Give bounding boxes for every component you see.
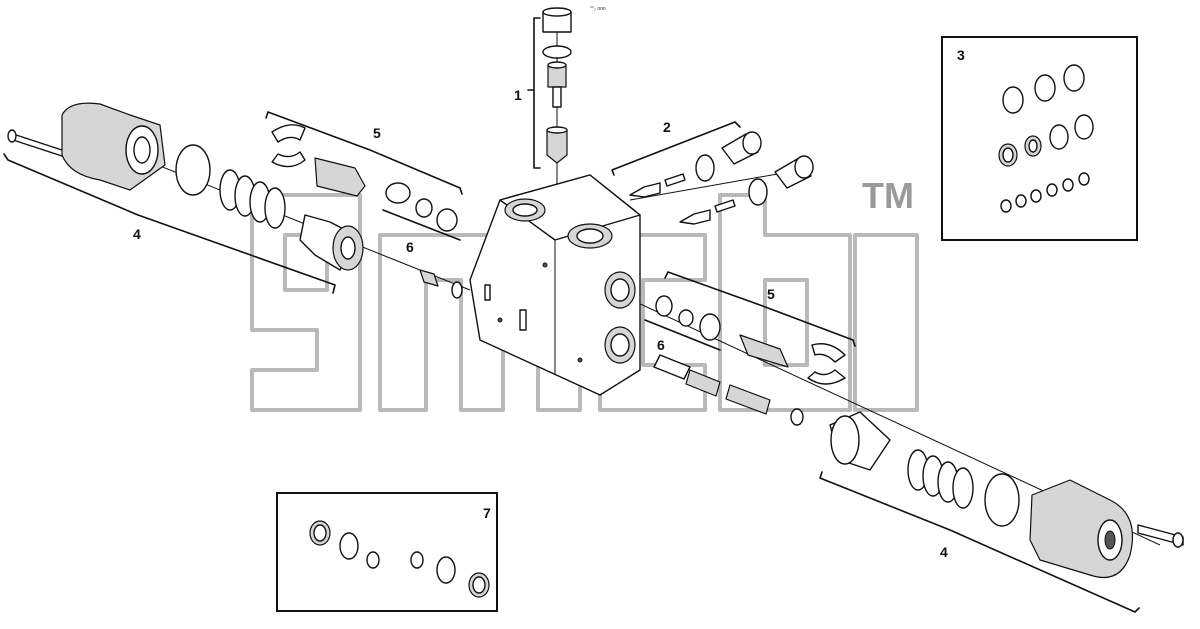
relief-valve-assembly-right	[655, 271, 856, 385]
spring-left	[219, 169, 286, 229]
callout-4-right: 4	[940, 544, 948, 560]
seal-kit-left-6	[382, 209, 463, 299]
valve-body	[469, 174, 641, 396]
callout-1: 1	[514, 87, 522, 103]
callout-7: 7	[483, 505, 491, 521]
spring-right	[907, 449, 974, 509]
spool-assembly-right-6	[644, 319, 804, 426]
end-cap-assembly-left	[3, 102, 364, 294]
callout-2: 2	[663, 119, 671, 135]
end-cap-assembly-right	[819, 411, 1184, 613]
pilot-assembly-1	[527, 7, 572, 169]
watermark-logo: TM	[250, 175, 919, 412]
top-tag: °°₂ ooo	[590, 6, 606, 12]
callout-6-left: 6	[406, 239, 414, 255]
seal-kit-box-7	[276, 492, 498, 612]
watermark-tm: TM	[862, 175, 914, 216]
callout-5-left: 5	[373, 125, 381, 141]
callout-5-right: 5	[767, 286, 775, 302]
seal-kit-box-3	[941, 36, 1138, 241]
check-valve-assembly-2	[611, 121, 814, 225]
relief-valve-assembly-left	[265, 111, 463, 232]
callout-3: 3	[957, 47, 965, 63]
callout-6-right: 6	[657, 337, 665, 353]
callout-4-left: 4	[133, 226, 141, 242]
